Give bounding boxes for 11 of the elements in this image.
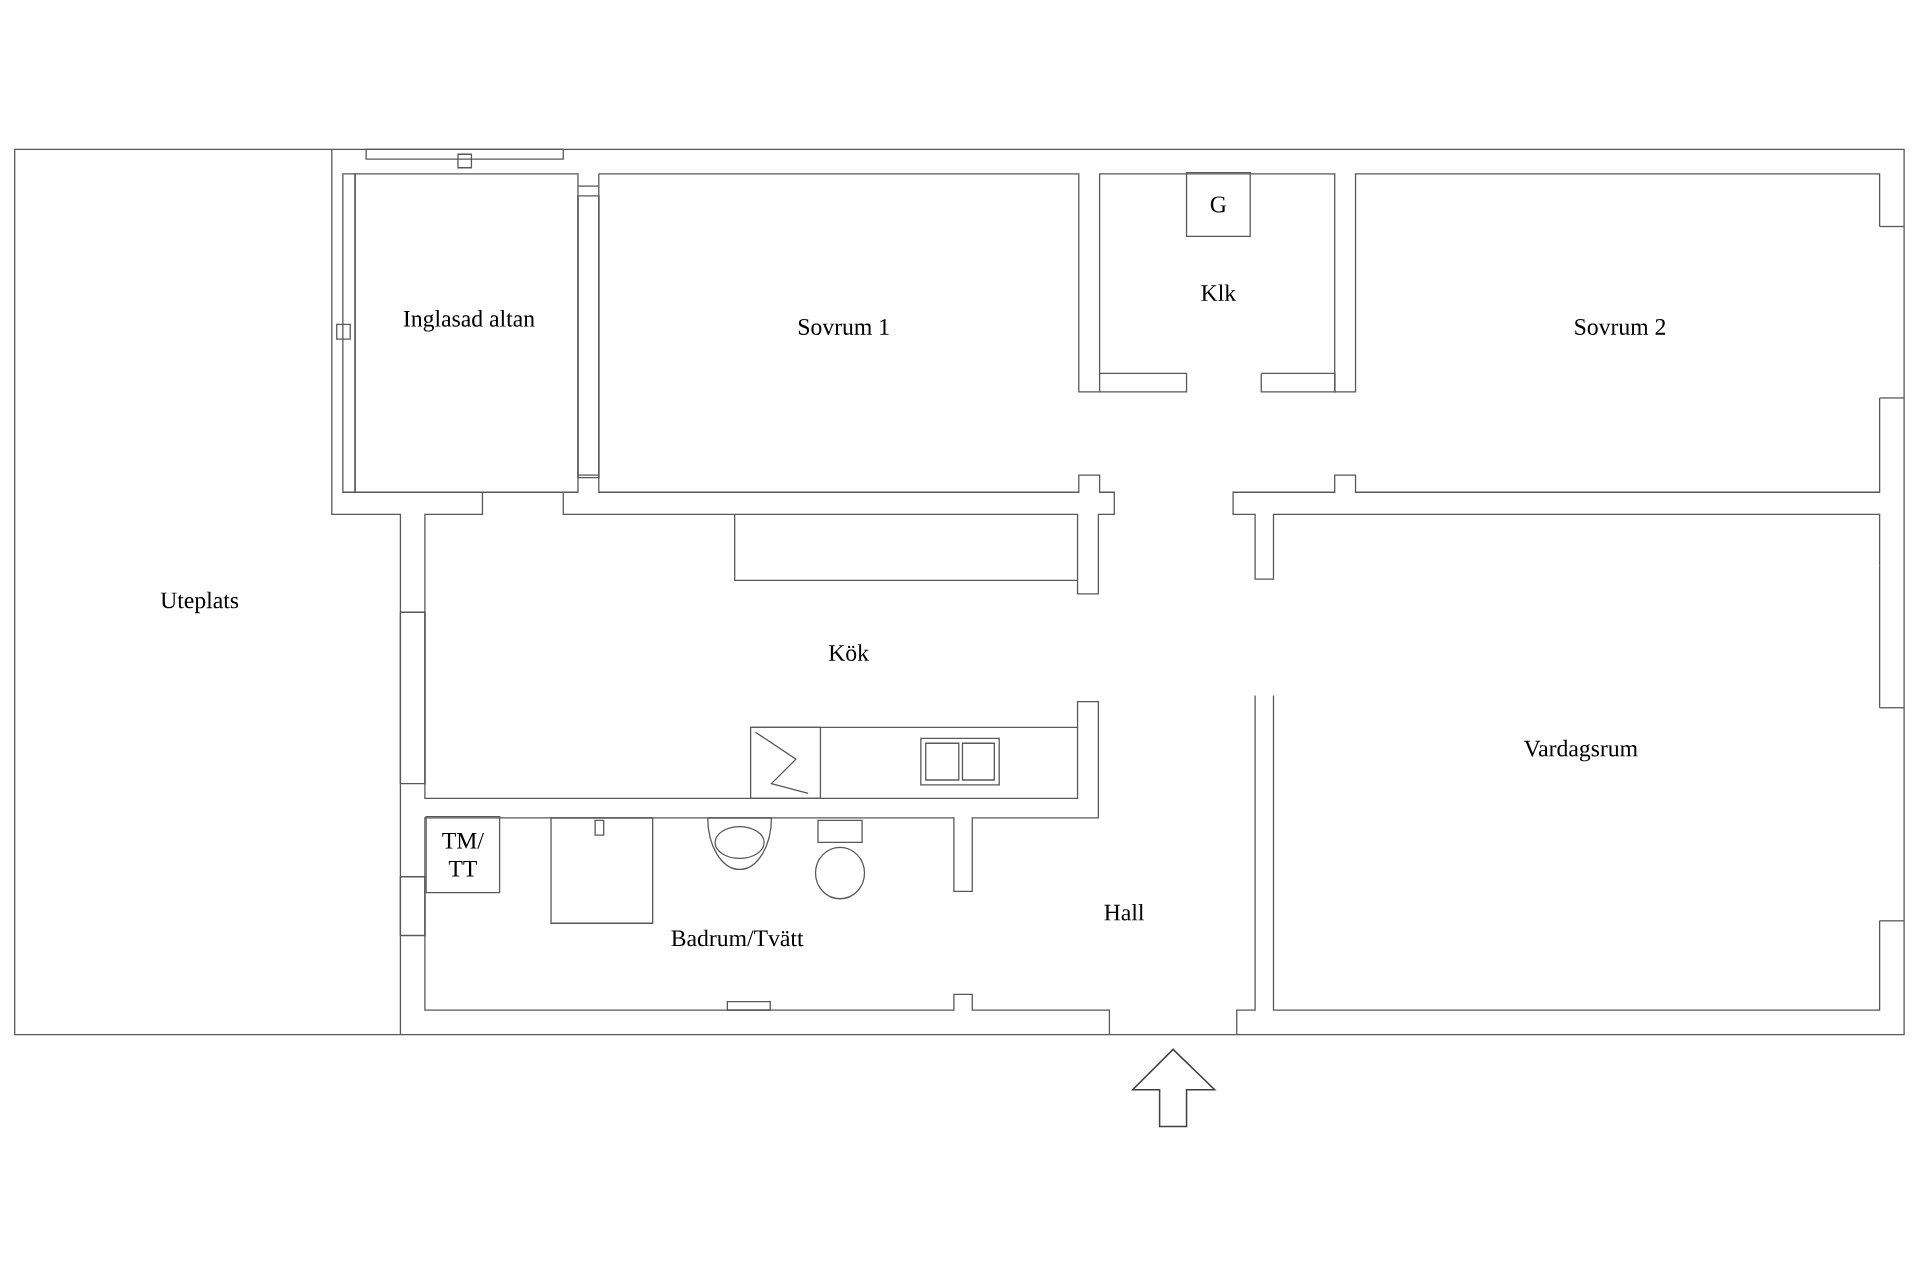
room-label: Kök [828, 644, 869, 662]
appliance-box: TM/ TT [425, 816, 501, 894]
room-label: Sovrum 2 [1575, 319, 1666, 336]
room-label: Vardagsrum [1523, 740, 1638, 762]
room-label: Badrum/Tvätt [671, 929, 804, 947]
room-label: Sovrum 1 [798, 319, 889, 336]
room-label: Klk [1201, 284, 1237, 302]
room-label: Hall [1104, 904, 1144, 921]
room-label: Inglasad altan [403, 310, 535, 332]
appliance-box: G [1185, 172, 1251, 238]
room-label: Uteplats [160, 591, 239, 614]
